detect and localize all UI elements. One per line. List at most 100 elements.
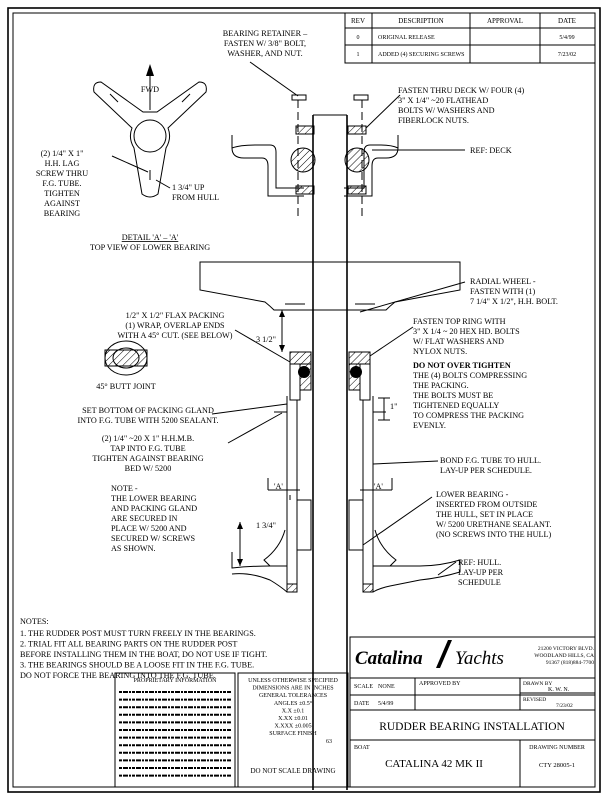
drawing-number-value: CTY 28005-1: [539, 762, 575, 769]
company-address-line-1: WOODLAND HILLS, CA: [534, 653, 594, 659]
rev-row-0-rev: 0: [357, 35, 360, 41]
lower-bearing-hull: [231, 495, 461, 593]
lower-bearing-note-line-0: LOWER BEARING -: [436, 490, 509, 499]
lower-bearing-note-line-1: INSERTED FROM OUTSIDE: [436, 500, 537, 509]
ref-hull-note-line-1: LAY-UP PER: [458, 568, 504, 577]
date-value: 5/4/99: [378, 701, 393, 707]
lag-screw-note-line-2: SCREW THRU: [36, 169, 88, 178]
section-a-left: 'A': [274, 482, 283, 491]
notes-title: NOTES:: [20, 617, 49, 626]
set-bottom-note-line-1: INTO F.G. TUBE WITH 5200 SEALANT.: [77, 416, 218, 425]
scale-value: NONE: [378, 684, 395, 690]
radial-wheel-note-line-2: 7 1/4" X 1/2", H.H. BOLT.: [470, 297, 558, 306]
logo-catalina: Catalina: [355, 648, 423, 669]
bolts-compress-note-line-2: THE BOLTS MUST BE: [413, 391, 493, 400]
surface-finish-value: 63: [326, 739, 332, 745]
revised-value: 7/23/02: [556, 703, 573, 709]
rev-row-1-description: ADDED (4) SECURING SCREWS: [378, 51, 465, 58]
rev-row-1-rev: 1: [357, 52, 360, 58]
lower-bearing-note-line-3: W/ 5200 URETHANE SEALANT.: [436, 520, 551, 529]
bolts-compress-note-line-4: TO COMPRESS THE PACKING: [413, 411, 524, 420]
tolerance-block-line-7: SURFACE FINISH: [269, 731, 317, 737]
lower-bearing-note-block-line-3: ARE SECURED IN: [111, 514, 177, 523]
lag-screw-note-line-1: H.H. LAG: [45, 159, 80, 168]
bolts-compress-note-line-5: EVENLY.: [413, 421, 446, 430]
hhmb-note-line-1: TAP INTO F.G. TUBE: [110, 444, 185, 453]
fasten-deck-note-line-3: FIBERLOCK NUTS.: [398, 116, 469, 125]
bearing-retainer-note-line-2: WASHER, AND NUT.: [227, 49, 302, 58]
dim-1: 1": [390, 402, 397, 411]
lower-bearing-note-block-line-0: NOTE -: [111, 484, 138, 493]
bolts-compress-note-line-1: THE PACKING.: [413, 381, 469, 390]
title-block: [114, 636, 596, 788]
up-from-hull-note-line-1: FROM HULL: [172, 193, 219, 202]
lag-screw-note-line-3: F.G. TUBE.: [42, 179, 81, 188]
boat-value: CATALINA 42 MK II: [385, 758, 483, 770]
lower-bearing-note-block-line-6: AS SHOWN.: [111, 544, 156, 553]
hhmb-note-line-3: BED W/ 5200: [125, 464, 172, 473]
rev-row-1-date: 7/23/02: [558, 52, 576, 58]
approved-by-label: APPROVED BY: [419, 681, 461, 687]
lag-screw-note-line-0: (2) 1/4" X 1": [41, 149, 84, 158]
fasten-deck-note-line-0: FASTEN THRU DECK W/ FOUR (4): [398, 86, 525, 95]
ref-hull-note-line-0: REF: HULL.: [458, 558, 501, 567]
note-item-line-3: 3. THE BEARINGS SHOULD BE A LOOSE FIT IN…: [20, 661, 254, 670]
dim-3-half: 3 1/2": [256, 335, 276, 344]
rev-header-date: DATE: [558, 17, 576, 25]
drawing-title: RUDDER BEARING INSTALLATION: [379, 721, 565, 733]
tolerance-block-line-2: GENERAL TOLERANCES: [259, 693, 327, 699]
detail-title: DETAIL 'A' – 'A': [122, 233, 179, 242]
drawn-by-value: K. W. N.: [548, 687, 570, 693]
tolerance-block-line-4: X.X ±0.1: [282, 708, 304, 714]
rev-header-description: DESCRIPTION: [398, 17, 444, 25]
flax-packing-note-line-0: 1/2" X 1/2" FLAX PACKING: [126, 311, 225, 320]
scale-label: SCALE: [354, 684, 373, 690]
logo-yachts: Yachts: [455, 648, 504, 669]
radial-wheel: [199, 261, 461, 311]
tolerance-block-line-0: UNLESS OTHERWISE SPECIFIED: [248, 678, 338, 684]
rev-header-rev: REV: [351, 17, 365, 25]
hhmb-note-line-2: TIGHTEN AGAINST BEARING: [92, 454, 203, 463]
company-address-line-2: 91367 (818)884-7700: [546, 659, 594, 666]
tolerance-block-line-3: ANGLES ±0.5°: [274, 700, 313, 707]
tolerance-block-line-5: X.XX ±0.01: [278, 716, 308, 722]
bearing-retainer-note-line-0: BEARING RETAINER –: [223, 29, 308, 38]
leader-lines: [211, 61, 466, 576]
deck-section: [231, 94, 399, 220]
drawn-by-label: DRAWN BY: [523, 681, 552, 687]
bond-tube-note-line-0: BOND F.G. TUBE TO HULL.: [440, 456, 541, 465]
do-not-tighten-note: DO NOT OVER TIGHTEN: [413, 361, 511, 370]
bearing-retainer-note-line-1: FASTEN W/ 3/8" BOLT,: [224, 39, 306, 48]
lag-screw-note-line-5: AGAINST: [44, 199, 80, 208]
fasten-top-ring-note-line-3: NYLOX NUTS.: [413, 347, 467, 356]
dimension-marks: [237, 310, 393, 566]
note-item-line-2: BEFORE INSTALLING THEM IN THE BOAT, DO N…: [20, 650, 267, 659]
revision-table: REV DESCRIPTION APPROVAL DATE 0 ORIGINAL…: [344, 12, 596, 64]
note-item-line-4: DO NOT FORCE THE BEARING INTO THE F.G. T…: [20, 671, 216, 680]
fasten-top-ring-note-line-2: W/ FLAT WASHERS AND: [413, 337, 504, 346]
company-address-line-0: 21200 VICTORY BLVD.: [538, 646, 595, 652]
rudder-post: [312, 114, 348, 790]
fasten-deck-note-line-1: 3" X 1/4" ~20 FLATHEAD: [398, 96, 488, 105]
drawing-number-label: DRAWING NUMBER: [529, 745, 585, 751]
detail-a-bearing: [93, 64, 207, 198]
tolerance-block-line-6: X.XXX ±0.005: [274, 724, 311, 730]
note-item-line-1: 2. TRIAL FIT ALL BEARING PARTS ON THE RU…: [20, 640, 237, 649]
lag-screw-note-line-4: TIGHTEN: [44, 189, 80, 198]
notes-block: NOTES:1. THE RUDDER POST MUST TURN FREEL…: [20, 617, 267, 680]
lower-bearing-note-block-line-4: PLACE W/ 5200 AND: [111, 524, 187, 533]
detail-subtitle: TOP VIEW OF LOWER BEARING: [90, 243, 210, 252]
lower-bearing-note-block-line-1: THE LOWER BEARING: [111, 494, 197, 503]
proprietary-title: PROPRIETARY INFORMATION: [134, 678, 217, 684]
date-label: DATE: [354, 701, 370, 707]
fasten-top-ring-note-line-1: 3" X 1/4 ~ 20 HEX HD. BOLTS: [413, 327, 520, 336]
bond-tube-note-line-1: LAY-UP PER SCHEDULE.: [440, 466, 532, 475]
lower-bearing-note-line-4: (NO SCREWS INTO THE HULL): [436, 530, 551, 539]
flax-packing-note-line-2: WITH A 45° CUT. (SEE BELOW): [118, 331, 233, 340]
fasten-deck-note-line-2: BOLTS W/ WASHERS AND: [398, 106, 495, 115]
radial-wheel-note-line-1: FASTEN WITH (1): [470, 287, 535, 296]
fasten-top-ring-note-line-0: FASTEN TOP RING WITH: [413, 317, 506, 326]
tolerance-block-line-1: DIMENSIONS ARE IN INCHES: [252, 686, 333, 692]
